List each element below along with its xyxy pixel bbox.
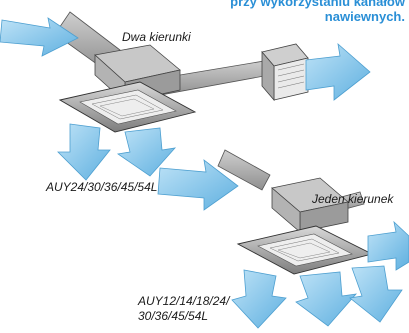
airflow-arrow [367, 220, 409, 271]
airflow-arrow [57, 123, 111, 181]
airflow-arrow [349, 265, 403, 323]
lower-cassette-panel [236, 225, 374, 275]
label-model-small-line-1: AUY12/14/18/24/ [138, 294, 230, 308]
heading-line-1: przy wykorzystaniu kanałów [230, 0, 405, 9]
label-two-directions: Dwa kierunki [122, 30, 191, 44]
upper-cassette-panel [58, 81, 197, 133]
airflow-arrow [157, 159, 239, 211]
airflow-arrow [116, 127, 177, 177]
airflow-arrow [305, 42, 371, 101]
label-model-small: AUY12/14/18/24/ 30/36/45/54L [138, 294, 229, 324]
upper-outlet-diffuser [261, 43, 309, 102]
heading-line-2: nawiewnych. [324, 9, 405, 24]
label-model-large: AUY24/30/36/45/54L [46, 180, 158, 194]
heading: przy wykorzystaniu kanałów nawiewnych. [230, 0, 405, 24]
airflow-arrow [0, 17, 79, 57]
airflow-arrow [231, 269, 287, 329]
lower-cassette-body [271, 177, 349, 233]
label-model-small-line-2: 30/36/45/54L [138, 309, 209, 323]
airflow-arrow [295, 271, 358, 327]
lower-duct-left [217, 149, 271, 191]
label-one-direction: Jeden kierunek [312, 192, 394, 206]
